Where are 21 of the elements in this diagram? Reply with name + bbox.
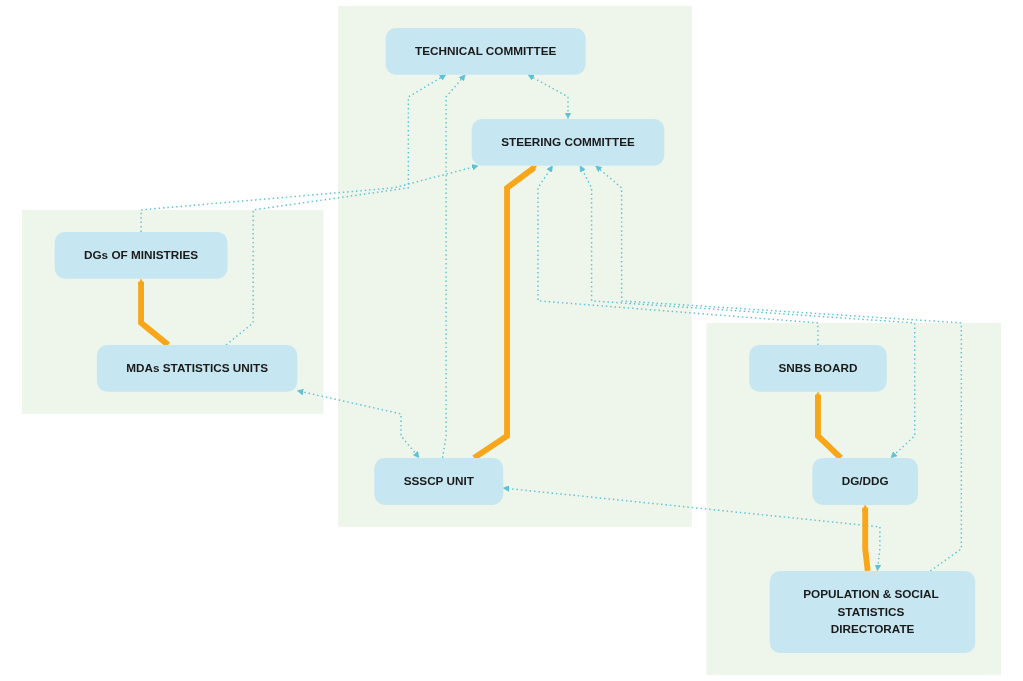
arrow [225,74,447,346]
node-box: POPULATION & SOCIAL STATISTICS DIRECTORATE [769,570,976,654]
node-box: TECHNICAL COMMITTEE [385,27,586,75]
node-box: DGs OF MINISTRIES [54,231,228,279]
node-box: SNBS BOARD [749,344,887,392]
cluster [22,209,324,414]
arrow [537,165,819,346]
arrow [502,485,882,571]
node-box: MDAs STATISTICS UNITS [96,344,298,392]
arrow [579,165,916,458]
arrow [527,74,572,119]
arrow [297,388,420,458]
arrow [595,165,963,572]
node-box: SSSCP UNIT [374,457,504,505]
cluster [706,322,1001,676]
node-box: STEERING COMMITTEE [471,118,665,166]
arrow [441,74,466,459]
node-box: DG/DDG [812,457,919,505]
cluster [338,5,692,527]
arrow [861,504,871,572]
arrow [140,164,479,233]
